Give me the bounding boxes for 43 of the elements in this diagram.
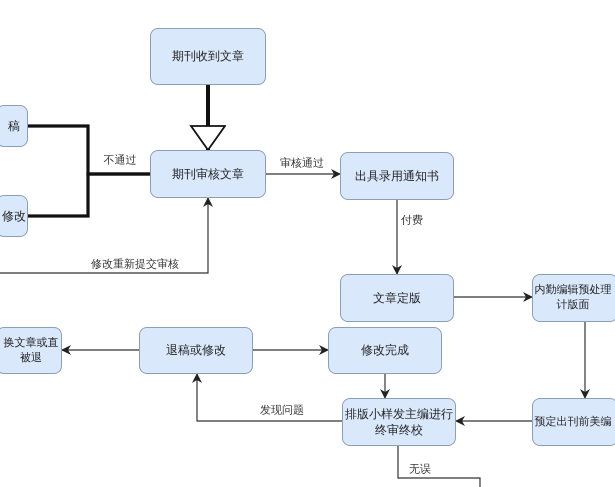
connector-line xyxy=(397,446,481,487)
edge-label: 发现问题 xyxy=(258,402,306,418)
box-text: 期刊收到文章 xyxy=(172,48,244,65)
process-box xyxy=(532,398,615,446)
process-box xyxy=(340,274,454,322)
arrow xyxy=(61,345,139,355)
box-text: 出具录用通知书 xyxy=(355,168,439,184)
process-box xyxy=(0,195,28,237)
arrow xyxy=(455,416,532,426)
edge-label: 修改重新提交审核 xyxy=(89,256,181,272)
hollow-arrow xyxy=(190,85,226,151)
process-box xyxy=(340,152,454,200)
edge-label: 无误 xyxy=(407,462,433,476)
box-text: 内勤编辑预处理计版面 xyxy=(534,283,612,313)
arrow xyxy=(454,292,533,302)
process-box xyxy=(0,327,62,374)
box-text: 预定出刊前美编 xyxy=(534,414,612,430)
box-text: 排版小样发主编进行终审终校 xyxy=(344,406,454,438)
box-text: 退稿或修改 xyxy=(166,342,226,359)
arrow xyxy=(0,197,213,274)
process-box xyxy=(532,274,615,322)
process-box xyxy=(328,327,442,374)
process-box xyxy=(150,150,266,198)
box-text: 稿 xyxy=(8,118,20,134)
edge-label: 不通过 xyxy=(102,152,138,168)
arrow xyxy=(380,374,390,399)
box-text: 文章定版 xyxy=(373,290,421,306)
arrow xyxy=(580,322,590,399)
process-box xyxy=(150,28,266,85)
process-box xyxy=(139,327,253,374)
edge-label: 审核通过 xyxy=(278,156,326,170)
edge-label: 付费 xyxy=(399,212,425,228)
box-text: 期刊审核文章 xyxy=(172,166,244,182)
arrow xyxy=(392,200,402,275)
box-text: 修改 xyxy=(2,208,26,224)
box-text: 换文章或直被退 xyxy=(3,336,59,366)
arrow xyxy=(266,169,341,179)
arrow xyxy=(192,373,342,422)
box-text: 修改完成 xyxy=(361,342,409,359)
arrow xyxy=(253,345,329,355)
process-box xyxy=(342,398,456,446)
process-box xyxy=(0,105,28,147)
connector-line xyxy=(28,172,150,218)
